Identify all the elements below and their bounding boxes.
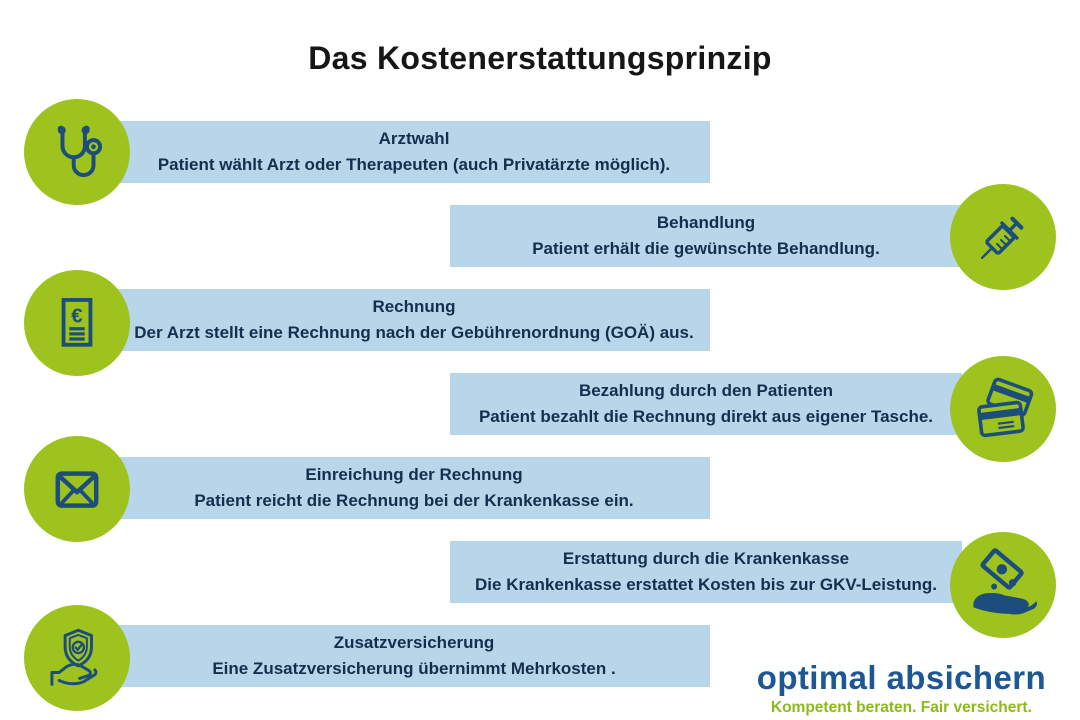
envelope-icon — [55, 471, 99, 508]
step-heading: Behandlung — [656, 213, 756, 232]
step-icon-badge — [24, 605, 130, 711]
step-icon-badge: € — [24, 270, 130, 376]
step-body: Patient erhält die gewünschte Behandlung… — [532, 239, 880, 258]
syringe-icon — [980, 216, 1024, 260]
step-body: Patient bezahlt die Rechnung direkt aus … — [478, 407, 934, 426]
step-body: Die Krankenkasse erstattet Kosten bis zu… — [475, 575, 937, 594]
invoice-euro-icon: € — [61, 298, 93, 347]
step-bar: Einreichung der Rechnung Patient reicht … — [118, 457, 710, 519]
brand-tagline: Kompetent beraten. Fair versichert. — [770, 698, 1032, 716]
step-heading: Einreichung der Rechnung — [305, 465, 523, 484]
shield-check-hand-icon — [50, 628, 98, 686]
step-body: Der Arzt stellt eine Rechnung nach der G… — [134, 323, 694, 342]
step-bar: Arztwahl Patient wählt Arzt oder Therape… — [118, 121, 710, 183]
step-icon-badge — [24, 99, 130, 205]
step-bar: Behandlung Patient erhält die gewünschte… — [450, 205, 962, 267]
step-bar: Rechnung Der Arzt stellt eine Rechnung n… — [118, 289, 710, 351]
brand-logo: optimal absichern Kompetent beraten. Fai… — [756, 658, 1046, 716]
step-heading: Rechnung — [372, 297, 456, 316]
step-icon-badge — [950, 356, 1056, 462]
brand-name: optimal absichern — [756, 658, 1046, 696]
step-heading: Zusatzversicherung — [333, 633, 495, 652]
svg-text:€: € — [71, 304, 83, 327]
stethoscope-icon — [57, 125, 103, 178]
step-icon-badge — [24, 436, 130, 542]
step-heading: Arztwahl — [378, 129, 450, 148]
step-heading: Erstattung durch die Krankenkasse — [562, 549, 850, 568]
step-body: Patient reicht die Rechnung bei der Kran… — [194, 491, 634, 510]
hand-receiving-money-icon — [973, 548, 1038, 615]
page-title: Das Kostenerstattungsprinzip — [308, 40, 772, 76]
step-icon-badge — [950, 532, 1056, 638]
step-bar: Zusatzversicherung Eine Zusatzversicheru… — [118, 625, 710, 687]
step-body: Patient wählt Arzt oder Therapeuten (auc… — [157, 155, 671, 174]
credit-cards-icon — [977, 377, 1034, 438]
step-heading: Bezahlung durch den Patienten — [578, 381, 834, 400]
step-bar: Bezahlung durch den Patienten Patient be… — [450, 373, 962, 435]
step-icon-badge — [950, 184, 1056, 290]
step-bar: Erstattung durch die Krankenkasse Die Kr… — [450, 541, 962, 603]
step-body: Eine Zusatzversicherung übernimmt Mehrko… — [212, 659, 616, 678]
